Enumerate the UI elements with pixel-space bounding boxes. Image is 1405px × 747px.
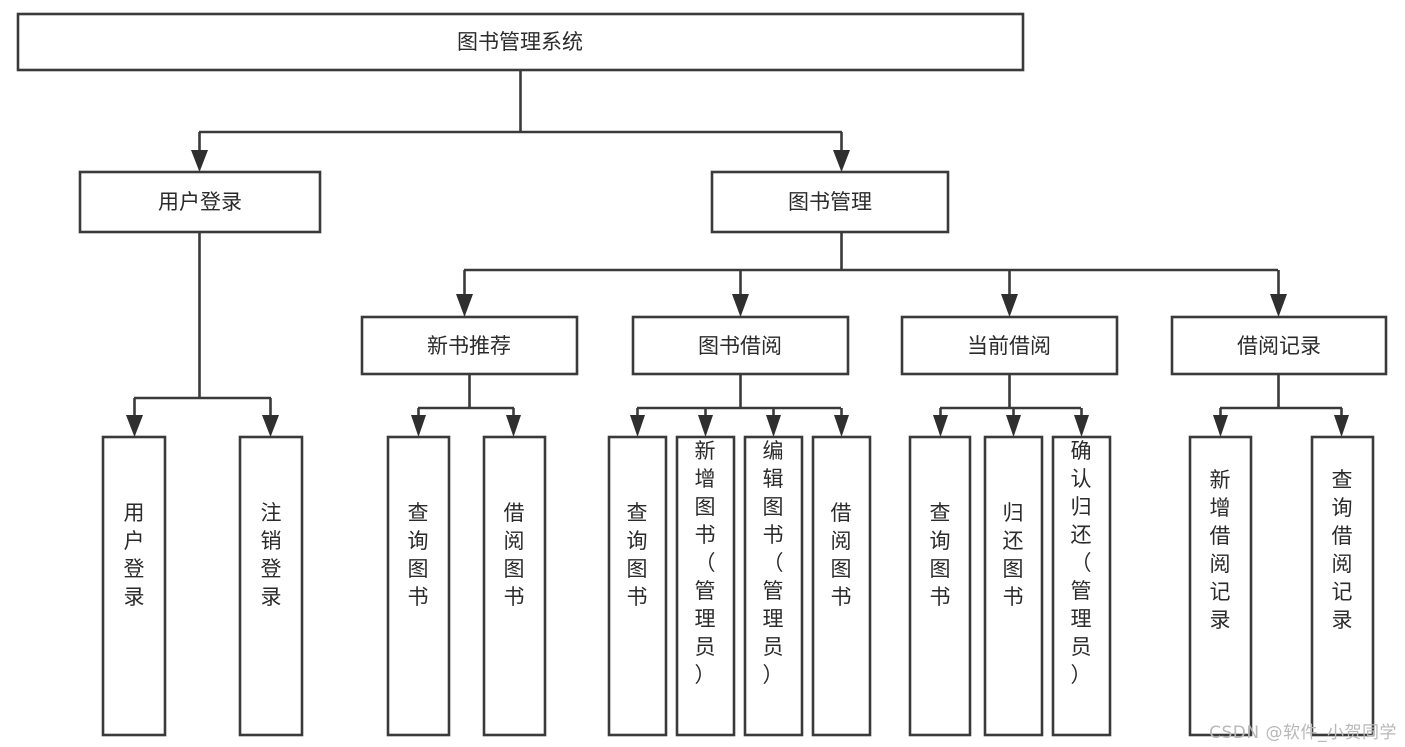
arrow-head-leaf-add-book-admin bbox=[698, 415, 713, 437]
node-leaf-add-borrow-record-box[interactable] bbox=[1188, 435, 1253, 737]
node-leaf-return-book[interactable]: 归还图书 bbox=[983, 435, 1044, 737]
node-book-management-label: 图书管理 bbox=[788, 190, 872, 214]
node-current-borrow[interactable]: 当前借阅 bbox=[900, 315, 1119, 376]
arrow-head-leaf-user-login bbox=[126, 415, 143, 437]
node-borrow-record-label: 借阅记录 bbox=[1237, 334, 1321, 358]
node-leaf-user-login-box[interactable] bbox=[101, 435, 167, 737]
node-leaf-query-book-2[interactable]: 查询图书 bbox=[607, 435, 668, 737]
node-leaf-borrow-book-1-label: 借阅图书 bbox=[504, 501, 525, 609]
node-leaf-edit-book-admin[interactable]: 编辑图书（管理员） bbox=[743, 435, 804, 737]
node-borrow-record[interactable]: 借阅记录 bbox=[1170, 315, 1388, 376]
node-leaf-logout-login-box[interactable] bbox=[238, 435, 304, 737]
node-book-borrow-label: 图书借阅 bbox=[698, 334, 782, 358]
arrow-head-leaf-edit-book-admin bbox=[766, 415, 781, 437]
connector-layer bbox=[126, 70, 1349, 437]
arrow-head-book-management bbox=[833, 150, 850, 172]
node-book-borrow-box[interactable] bbox=[631, 315, 850, 376]
node-leaf-return-book-box[interactable] bbox=[983, 435, 1044, 737]
node-leaf-return-book-label: 归还图书 bbox=[1003, 501, 1024, 609]
node-leaf-confirm-return-admin[interactable]: 确认归还（管理员） bbox=[1051, 435, 1112, 737]
arrow-head-book-borrow bbox=[732, 294, 749, 317]
node-leaf-add-book-admin-label: 新增图书（管理员） bbox=[695, 439, 716, 687]
csdn-watermark: CSDN @软件_小贺同学 bbox=[1209, 723, 1397, 743]
node-leaf-query-book-2-box[interactable] bbox=[607, 435, 668, 737]
node-leaf-query-book-2-label: 查询图书 bbox=[627, 501, 648, 609]
node-user-login-box[interactable] bbox=[78, 170, 322, 234]
node-leaf-query-borrow-record-label: 查询借阅记录 bbox=[1332, 468, 1353, 632]
arrow-head-leaf-borrow-book-1 bbox=[506, 415, 521, 437]
arrow-head-leaf-confirm-return-admin bbox=[1074, 415, 1089, 437]
node-new-book-recommend[interactable]: 新书推荐 bbox=[360, 315, 579, 376]
node-leaf-edit-book-admin-box[interactable] bbox=[743, 435, 804, 737]
node-leaf-borrow-book-2[interactable]: 借阅图书 bbox=[811, 435, 872, 737]
node-leaf-add-borrow-record[interactable]: 新增借阅记录 bbox=[1188, 435, 1253, 737]
node-leaf-confirm-return-admin-label: 确认归还（管理员） bbox=[1071, 439, 1092, 687]
node-leaf-query-book-3-box[interactable] bbox=[908, 435, 972, 737]
node-leaf-query-book-1-label: 查询图书 bbox=[408, 501, 429, 609]
node-leaf-query-book-1-box[interactable] bbox=[386, 435, 451, 737]
arrow-head-leaf-query-book-2 bbox=[630, 415, 645, 437]
node-leaf-query-book-1[interactable]: 查询图书 bbox=[386, 435, 451, 737]
arrow-head-leaf-query-book-3 bbox=[933, 415, 948, 437]
node-leaf-confirm-return-admin-box[interactable] bbox=[1051, 435, 1112, 737]
arrow-head-leaf-add-borrow-record bbox=[1213, 415, 1228, 437]
arrow-head-new-book-recommend bbox=[456, 294, 473, 317]
node-leaf-borrow-book-2-label: 借阅图书 bbox=[831, 501, 852, 609]
node-leaf-add-book-admin[interactable]: 新增图书（管理员） bbox=[675, 435, 736, 737]
node-leaf-user-login-label: 用户登录 bbox=[124, 501, 145, 609]
arrow-head-leaf-logout-login bbox=[262, 415, 279, 437]
node-current-borrow-box[interactable] bbox=[900, 315, 1119, 376]
node-root-box[interactable] bbox=[16, 12, 1025, 72]
node-borrow-record-box[interactable] bbox=[1170, 315, 1388, 376]
node-book-management-box[interactable] bbox=[710, 170, 950, 234]
node-leaf-query-book-3-label: 查询图书 bbox=[930, 501, 951, 609]
node-leaf-add-book-admin-box[interactable] bbox=[675, 435, 736, 737]
node-user-login-label: 用户登录 bbox=[158, 190, 242, 214]
node-new-book-recommend-label: 新书推荐 bbox=[427, 334, 511, 358]
node-current-borrow-label: 当前借阅 bbox=[967, 334, 1051, 358]
node-leaf-user-login[interactable]: 用户登录 bbox=[101, 435, 167, 737]
node-root-label: 图书管理系统 bbox=[457, 30, 583, 54]
arrow-head-borrow-record bbox=[1270, 294, 1287, 317]
node-leaf-borrow-book-2-box[interactable] bbox=[811, 435, 872, 737]
node-leaf-logout-login-label: 注销登录 bbox=[261, 501, 282, 609]
node-book-management[interactable]: 图书管理 bbox=[710, 170, 950, 234]
node-book-borrow[interactable]: 图书借阅 bbox=[631, 315, 850, 376]
node-new-book-recommend-box[interactable] bbox=[360, 315, 579, 376]
arrow-head-leaf-return-book bbox=[1006, 415, 1021, 437]
node-root[interactable]: 图书管理系统 bbox=[16, 12, 1025, 72]
arrow-head-leaf-query-borrow-record bbox=[1334, 415, 1349, 437]
node-leaf-query-borrow-record[interactable]: 查询借阅记录 bbox=[1310, 435, 1375, 737]
node-leaf-edit-book-admin-label: 编辑图书（管理员） bbox=[763, 439, 784, 687]
node-leaf-query-book-3[interactable]: 查询图书 bbox=[908, 435, 972, 737]
arrow-head-current-borrow bbox=[1001, 294, 1018, 317]
arrow-head-leaf-query-book-1 bbox=[411, 415, 426, 437]
node-user-login[interactable]: 用户登录 bbox=[78, 170, 322, 234]
node-leaf-borrow-book-1[interactable]: 借阅图书 bbox=[482, 435, 547, 737]
arrow-head-user-login bbox=[191, 150, 208, 172]
node-leaf-logout-login[interactable]: 注销登录 bbox=[238, 435, 304, 737]
node-leaf-borrow-book-1-box[interactable] bbox=[482, 435, 547, 737]
node-leaf-query-borrow-record-box[interactable] bbox=[1310, 435, 1375, 737]
arrow-head-leaf-borrow-book-2 bbox=[834, 415, 849, 437]
node-leaf-add-borrow-record-label: 新增借阅记录 bbox=[1210, 468, 1231, 632]
